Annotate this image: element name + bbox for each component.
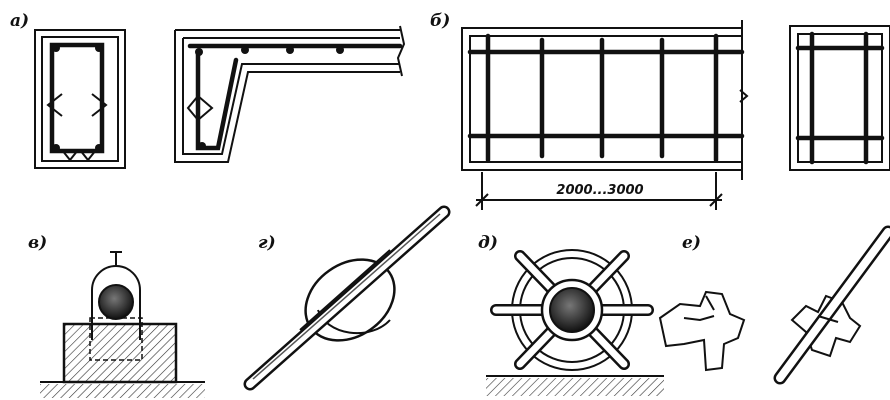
label-v: в) (28, 233, 47, 253)
label-e: е) (682, 233, 701, 253)
column-section-a (34, 29, 126, 169)
star-spacer-d (486, 249, 664, 396)
dimension-line: 2000...3000 (475, 172, 723, 210)
frame-elevation-b (461, 20, 749, 180)
frame-section-b (789, 25, 890, 171)
label-g: г) (258, 233, 276, 253)
beam-section-a (174, 25, 406, 163)
label-d: д) (478, 233, 498, 253)
label-b: б) (430, 11, 450, 31)
plastic-clip-e (658, 225, 890, 385)
disc-clip-g (243, 205, 451, 391)
spacer-block-v (40, 251, 205, 398)
label-a: а) (10, 11, 29, 31)
dimension-label: 2000...3000 (556, 183, 643, 198)
